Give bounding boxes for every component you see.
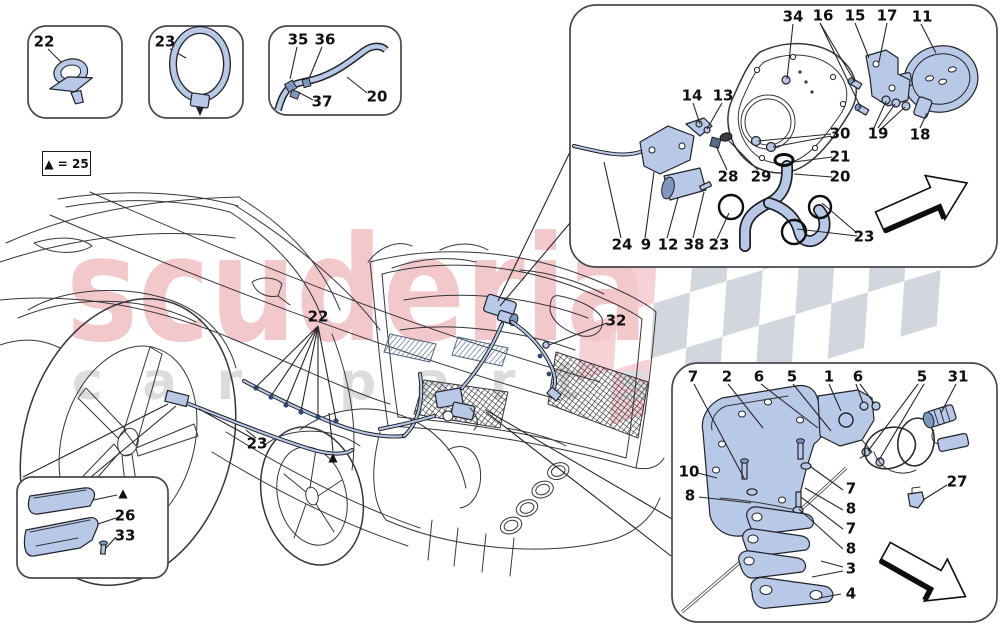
callout-31-40[interactable]: 31 — [947, 367, 969, 386]
part-clamp-23 — [169, 26, 231, 116]
callout-5-39[interactable]: 5 — [916, 367, 928, 386]
callout-29-26[interactable]: 29 — [750, 167, 772, 186]
callout-34-13[interactable]: 34 — [782, 7, 804, 26]
callout-22-6[interactable]: 22 — [307, 307, 329, 326]
callout-7-45[interactable]: 7 — [845, 519, 857, 538]
part-pipe-20 — [274, 42, 389, 112]
callout-14-18[interactable]: 14 — [681, 86, 703, 105]
callout-30-20[interactable]: 30 — [829, 124, 851, 143]
callout-8-46[interactable]: 8 — [845, 539, 857, 558]
part-lid-lock-assembly — [680, 383, 970, 614]
callout-5-36[interactable]: 5 — [786, 367, 798, 386]
leader-lines-car — [22, 151, 673, 557]
callout-35-2[interactable]: 35 — [287, 30, 309, 49]
part-clip-22 — [47, 48, 93, 105]
callout-8-42[interactable]: 8 — [684, 486, 696, 505]
callout-6-38[interactable]: 6 — [852, 367, 864, 386]
callout-3-47[interactable]: 3 — [845, 559, 857, 578]
car-harness-and-actuators — [164, 293, 562, 456]
callout-17-16[interactable]: 17 — [876, 6, 898, 25]
callout-7-33[interactable]: 7 — [687, 367, 699, 386]
callout-8-44[interactable]: 8 — [845, 499, 857, 518]
part-brackets-26 — [23, 487, 118, 557]
callout-28-25[interactable]: 28 — [717, 167, 739, 186]
callout-23-1[interactable]: 23 — [154, 32, 176, 51]
callout-triangle-9: ▲ — [328, 450, 338, 464]
callout-10-41[interactable]: 10 — [678, 462, 700, 481]
callout-22-0[interactable]: 22 — [33, 32, 55, 51]
callout-20-24[interactable]: 20 — [829, 167, 851, 186]
callout-13-19[interactable]: 13 — [712, 86, 734, 105]
callout-23-32[interactable]: 23 — [853, 227, 875, 246]
part-fuel-filler-assembly — [572, 22, 979, 252]
callout-38-30[interactable]: 38 — [683, 235, 705, 254]
callout-9-28[interactable]: 9 — [640, 235, 652, 254]
callout-2-34[interactable]: 2 — [721, 367, 733, 386]
callout-19-21[interactable]: 19 — [867, 124, 889, 143]
callout-33-12[interactable]: 33 — [114, 526, 136, 545]
callout-24-27[interactable]: 24 — [611, 235, 633, 254]
callout-36-3[interactable]: 36 — [314, 30, 336, 49]
callout-triangle-10: ▲ — [118, 486, 128, 500]
callout-12-29[interactable]: 12 — [657, 235, 679, 254]
legend-triangle-equals-25: ▲ = 25 — [42, 151, 91, 176]
callout-27-49[interactable]: 27 — [946, 472, 968, 491]
callout-15-15[interactable]: 15 — [844, 6, 866, 25]
callout-23-8[interactable]: 23 — [246, 434, 268, 453]
callout-18-22[interactable]: 18 — [909, 125, 931, 144]
callout-26-11[interactable]: 26 — [114, 506, 136, 525]
callout-6-35[interactable]: 6 — [753, 367, 765, 386]
callout-32-7[interactable]: 32 — [605, 311, 627, 330]
callout-23-31[interactable]: 23 — [708, 235, 730, 254]
callout-1-37[interactable]: 1 — [823, 367, 835, 386]
callout-20-5[interactable]: 20 — [366, 87, 388, 106]
arrow-southeast — [878, 541, 967, 603]
callout-16-14[interactable]: 16 — [812, 6, 834, 25]
callout-21-23[interactable]: 21 — [829, 147, 851, 166]
callout-4-48[interactable]: 4 — [845, 584, 857, 603]
arrow-northeast — [874, 174, 969, 234]
callout-7-43[interactable]: 7 — [845, 479, 857, 498]
legend-text: ▲ = 25 — [44, 156, 89, 171]
callout-37-4[interactable]: 37 — [311, 92, 333, 111]
callout-11-17[interactable]: 11 — [911, 7, 933, 26]
